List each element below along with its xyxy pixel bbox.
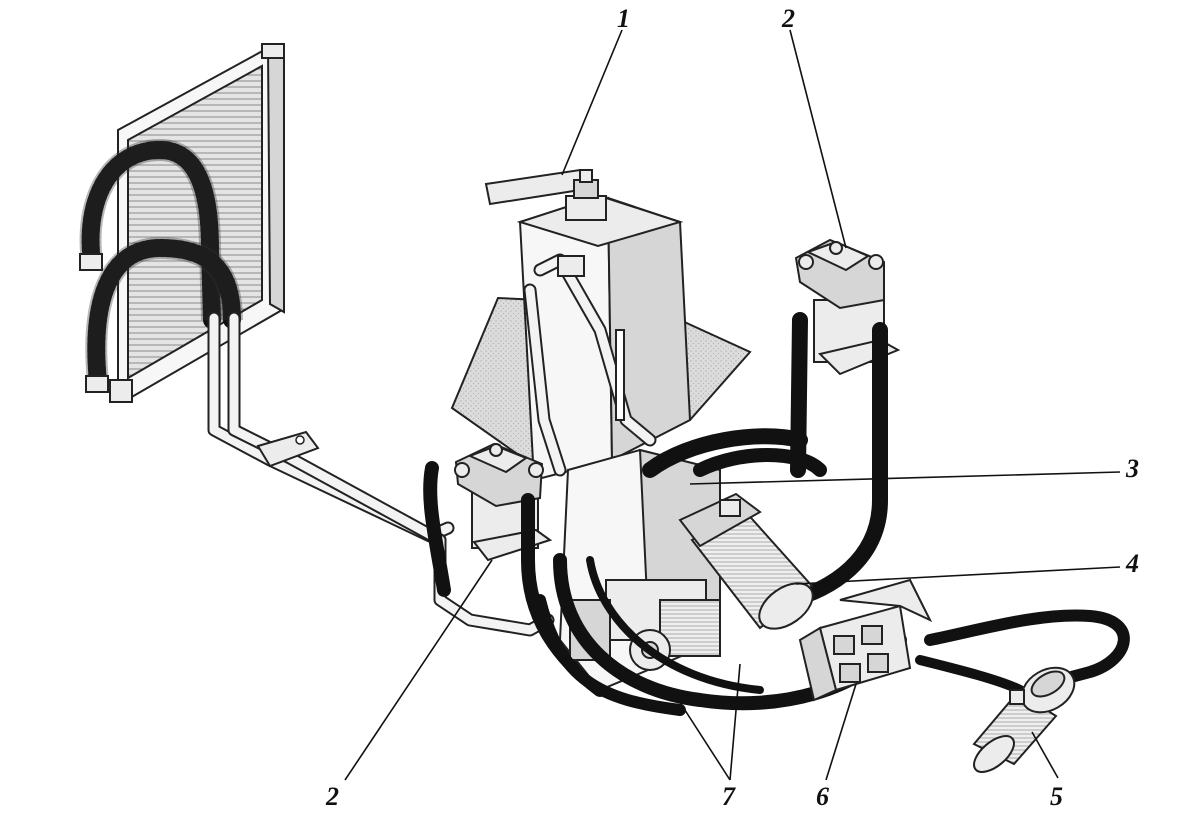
leader-line-2-bottom xyxy=(344,559,493,781)
leader-line-5 xyxy=(1031,731,1059,779)
callout-4: 4 xyxy=(1126,549,1139,578)
leader-line-7b xyxy=(729,663,741,781)
callout-2-bottom: 2 xyxy=(326,782,339,811)
filter-top xyxy=(782,238,901,608)
leader-line-3 xyxy=(689,471,1121,485)
filter-center xyxy=(678,492,814,630)
distributor-block xyxy=(798,578,933,702)
callout-7: 7 xyxy=(722,782,735,811)
callout-1: 1 xyxy=(617,4,630,33)
remote-filter-hose xyxy=(915,609,1130,695)
leader-line-1 xyxy=(561,29,623,176)
pump-assembly xyxy=(558,448,721,692)
radiator-corrugated-hoses xyxy=(79,138,243,393)
leader-line-2-top xyxy=(789,29,847,249)
callout-2-top: 2 xyxy=(782,4,795,33)
filter-remote xyxy=(972,666,1076,773)
leader-line-4 xyxy=(795,566,1121,585)
callout-3: 3 xyxy=(1126,454,1139,483)
callout-5: 5 xyxy=(1050,782,1063,811)
oil-tank xyxy=(450,168,752,482)
oil-cooler-radiator xyxy=(109,43,285,403)
callout-6: 6 xyxy=(816,782,829,811)
leader-line-7a xyxy=(671,689,731,781)
filter-left xyxy=(423,442,607,697)
leader-line-6 xyxy=(825,683,857,781)
